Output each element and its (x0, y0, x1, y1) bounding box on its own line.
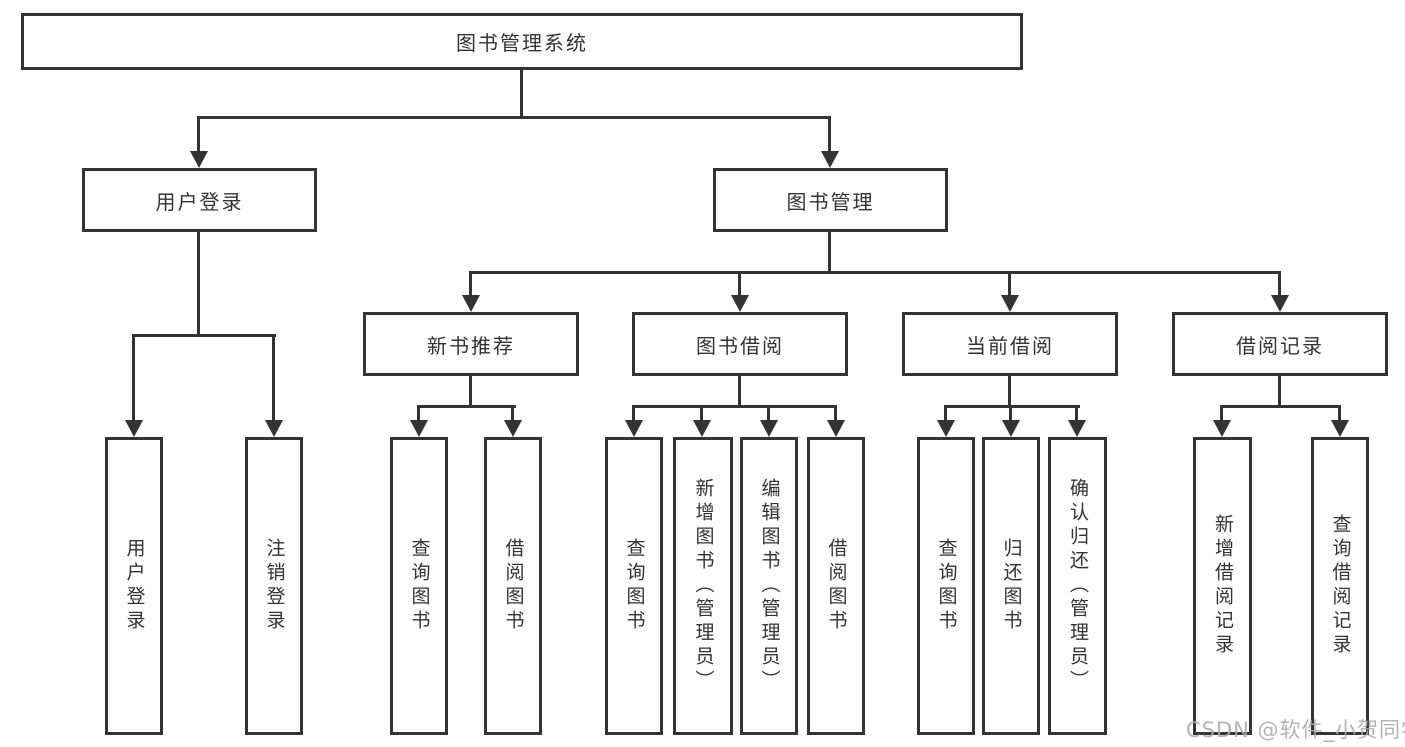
connector-book-mgmt-shaft (828, 116, 831, 154)
connector-user-login-shaft (197, 116, 200, 154)
arrowhead-down-icon (1001, 295, 1019, 312)
node-current-borrow: 当前借阅 (902, 312, 1118, 376)
connector-leaf-shaft (1075, 405, 1078, 425)
connector-leaf-shaft (1220, 405, 1223, 425)
connector-section1-stem (738, 376, 741, 407)
connector-leaf-shaft (511, 405, 514, 425)
connector-section-shaft (1008, 271, 1011, 299)
leaf-borrow-books: 借阅图书 (484, 437, 542, 735)
connector-leaf-shaft (767, 405, 770, 425)
connector-leaf-shaft (944, 405, 947, 425)
leaf-user-login: 用户登录 (105, 437, 163, 735)
connector-section1-bar (632, 405, 837, 408)
arrowhead-down-icon (1213, 420, 1231, 437)
leaf-confirm-return-admin: 确认归还（管理员） (1048, 437, 1107, 735)
connector-section0-stem (469, 376, 472, 407)
arrowhead-down-icon (821, 151, 839, 168)
connector-section3-stem (1278, 376, 1281, 407)
connector-level2-bar (197, 116, 831, 119)
leaf-return-book: 归还图书 (982, 437, 1040, 735)
connector-leaf-shaft (700, 405, 703, 425)
connector-leaf-shaft (632, 405, 635, 425)
connector-section2-bar (944, 405, 1080, 408)
arrowhead-down-icon (693, 420, 711, 437)
connector-section2-stem (1008, 376, 1011, 407)
connector-user-stem (197, 232, 200, 336)
leaf-add-book-admin: 新增图书（管理员） (673, 437, 733, 735)
arrowhead-down-icon (265, 420, 283, 437)
leaf-query-books: 查询图书 (605, 437, 663, 735)
connector-section-shaft (738, 271, 741, 299)
connector-leaf-shaft (1009, 405, 1012, 425)
connector-user-children-bar (132, 334, 276, 337)
arrowhead-down-icon (1002, 420, 1020, 437)
arrowhead-down-icon (1271, 295, 1289, 312)
node-root: 图书管理系统 (21, 13, 1023, 70)
arrowhead-down-icon (125, 420, 143, 437)
node-borrow-records: 借阅记录 (1172, 312, 1388, 376)
arrowhead-down-icon (504, 420, 522, 437)
connector-section3-bar (1220, 405, 1341, 408)
connector-leaf-shaft (834, 405, 837, 425)
arrowhead-down-icon (625, 420, 643, 437)
csdn-watermark: CSDN @软件_小贺同学 (1186, 718, 1405, 742)
node-book-borrow: 图书借阅 (632, 312, 848, 376)
leaf-logout: 注销登录 (245, 437, 303, 735)
node-user-login: 用户登录 (82, 168, 317, 232)
connector-leaf-shaft (132, 334, 135, 424)
connector-section-shaft (469, 271, 472, 299)
arrowhead-down-icon (462, 295, 480, 312)
leaf-edit-book-admin: 编辑图书（管理员） (740, 437, 798, 735)
connector-leaf-shaft (272, 334, 275, 424)
arrowhead-down-icon (1331, 420, 1349, 437)
leaf-add-borrow-record: 新增借阅记录 (1193, 437, 1252, 735)
arrowhead-down-icon (731, 295, 749, 312)
arrowhead-down-icon (760, 420, 778, 437)
leaf-borrow-books: 借阅图书 (807, 437, 865, 735)
connector-leaf-shaft (1338, 405, 1341, 425)
arrowhead-down-icon (937, 420, 955, 437)
connector-leaf-shaft (417, 405, 420, 425)
arrowhead-down-icon (410, 420, 428, 437)
connector-section0-bar (417, 405, 516, 408)
connector-sections-bar (469, 271, 1281, 274)
arrowhead-down-icon (190, 151, 208, 168)
connector-section-shaft (1278, 271, 1281, 299)
leaf-query-books: 查询图书 (917, 437, 975, 735)
connector-book-stem (828, 232, 831, 273)
arrowhead-down-icon (827, 420, 845, 437)
node-book-management: 图书管理 (713, 168, 948, 232)
arrowhead-down-icon (1068, 420, 1086, 437)
connector-root-stem (520, 69, 523, 118)
leaf-query-borrow-record: 查询借阅记录 (1311, 437, 1369, 735)
node-new-book-recommend: 新书推荐 (363, 312, 579, 376)
leaf-query-books: 查询图书 (390, 437, 448, 735)
